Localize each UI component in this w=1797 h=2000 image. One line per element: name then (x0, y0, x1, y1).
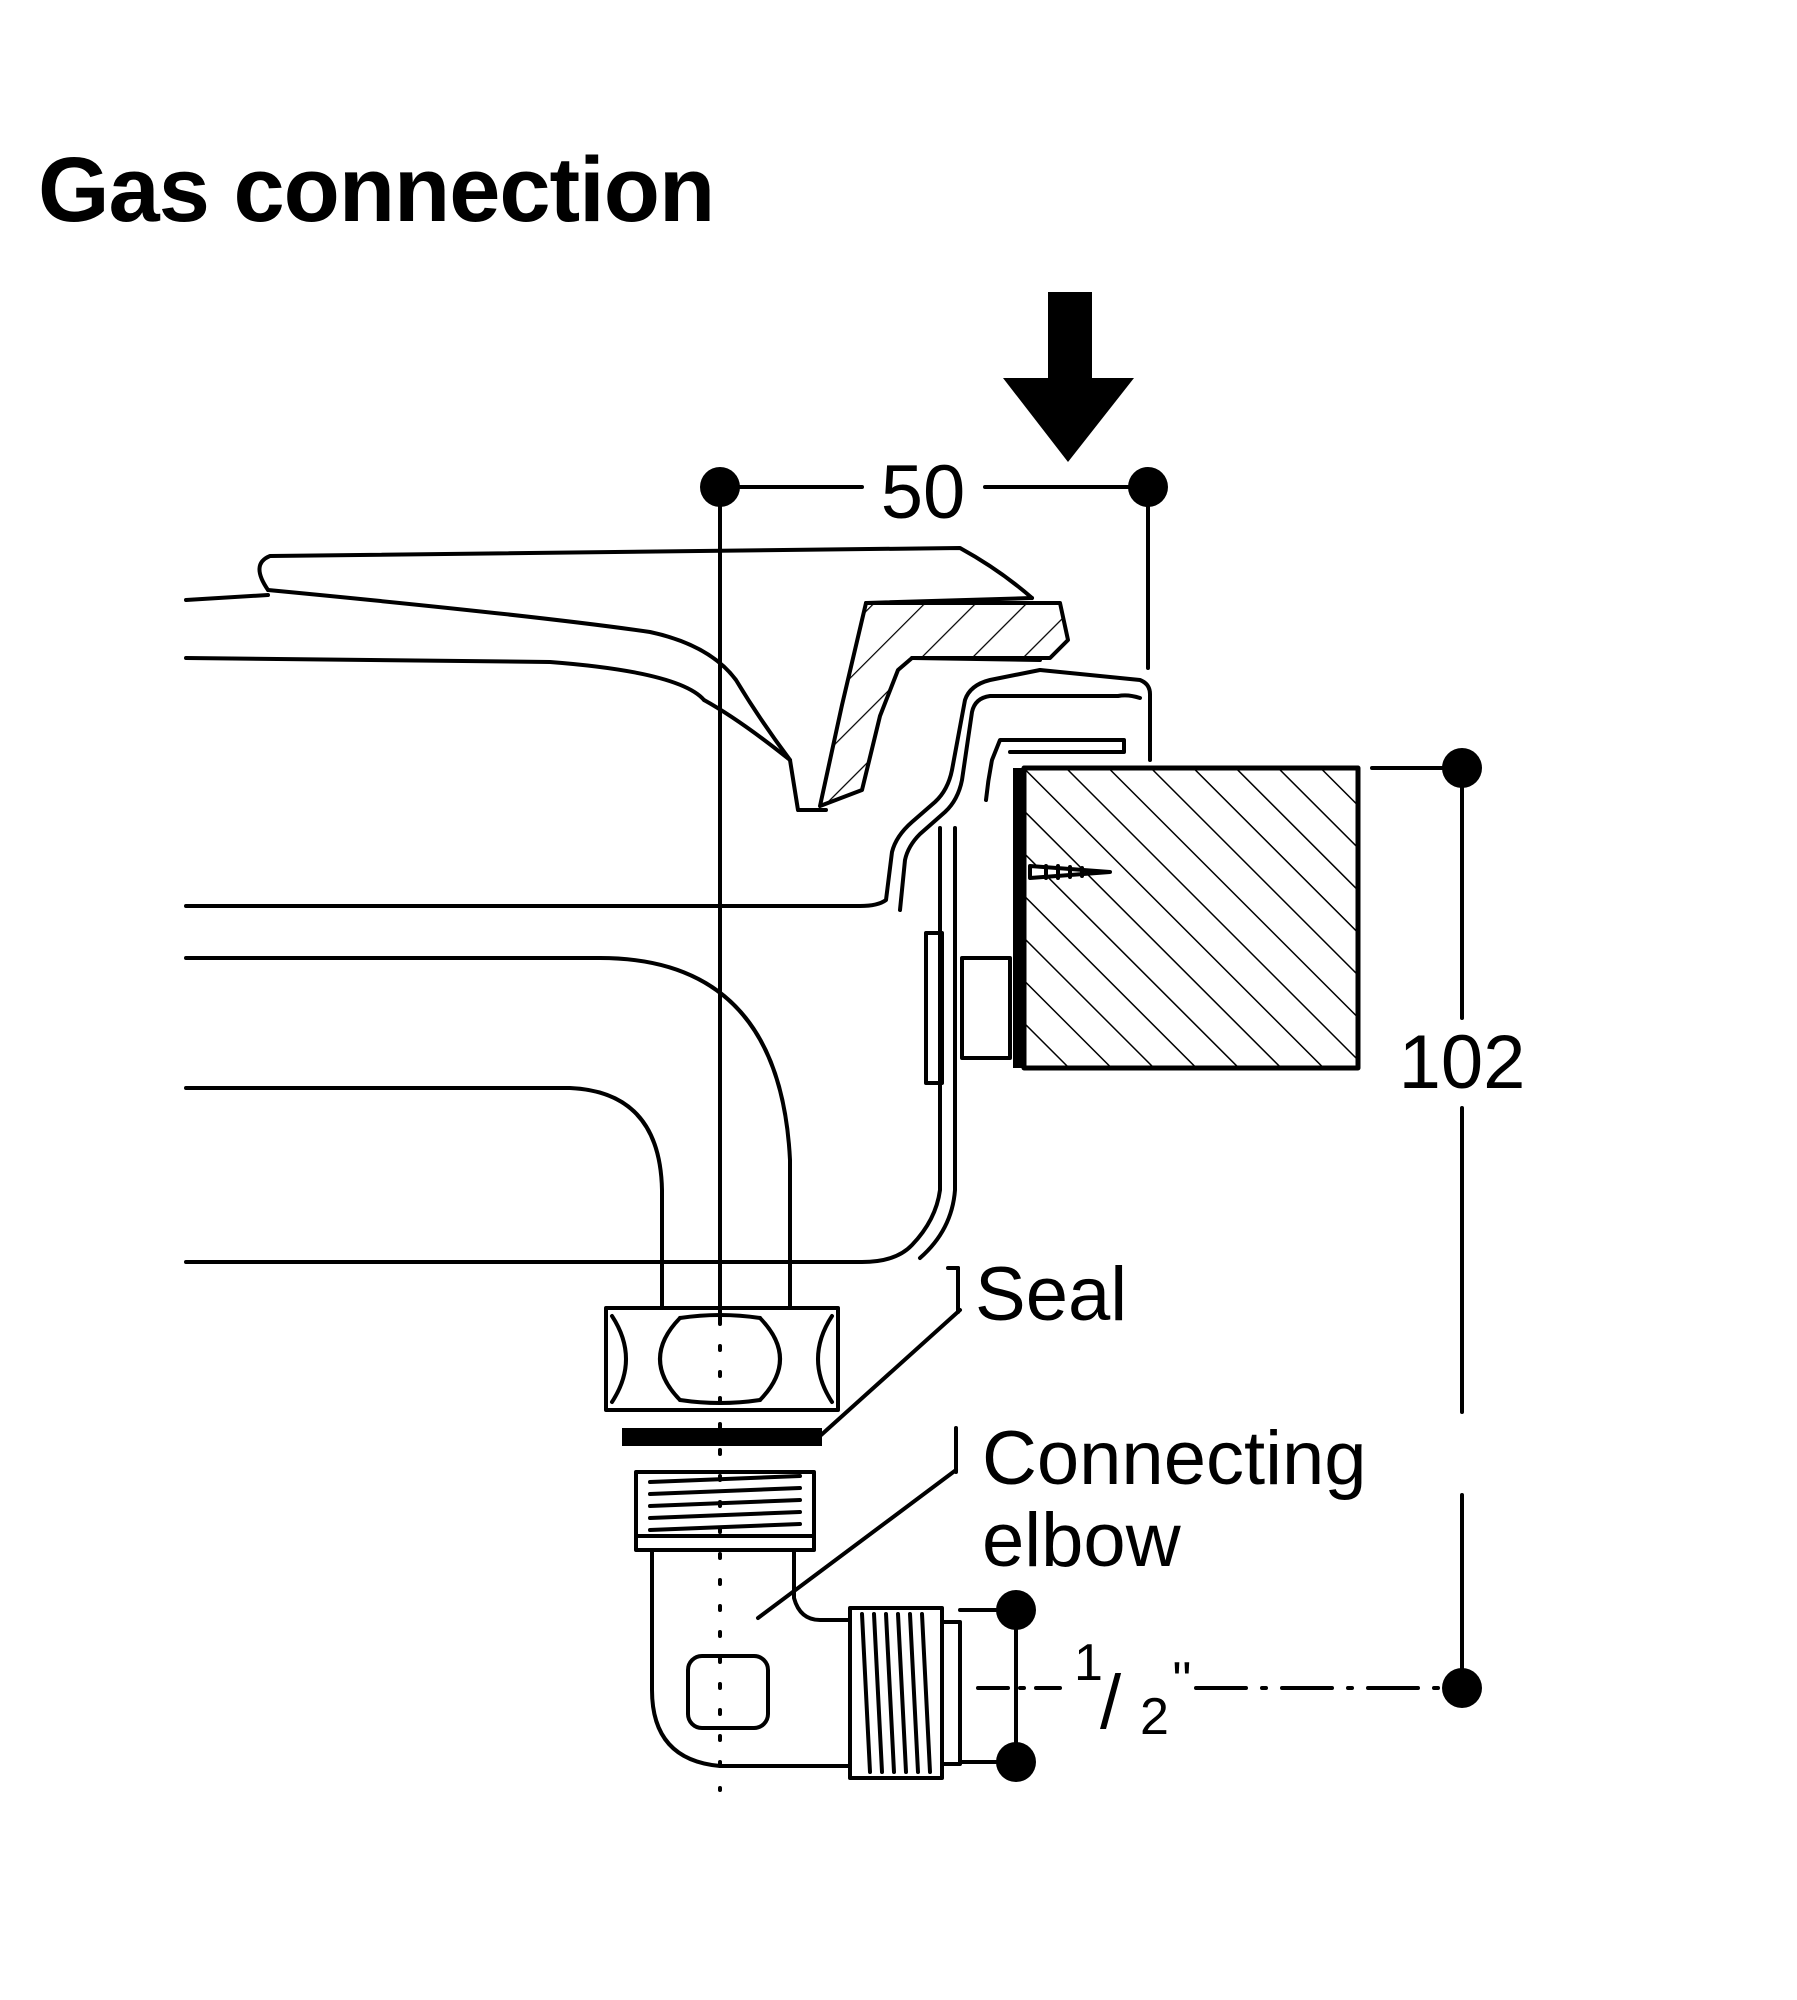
pan-support (184, 546, 1034, 812)
thread-size-inch: '' (1172, 1652, 1192, 1710)
thread-size-numerator: 1 (1074, 1634, 1103, 1692)
seal (622, 1266, 962, 1446)
gas-pipe (184, 956, 792, 1310)
thread-size-denominator: 2 (1140, 1688, 1169, 1746)
height-dimension-label: 102 (1399, 1020, 1526, 1105)
connecting-elbow (634, 1426, 962, 1780)
connecting-elbow-label-line2: elbow (982, 1498, 1182, 1583)
thread-size-slash: / (1100, 1660, 1122, 1745)
connecting-elbow-label-line1: Connecting (982, 1416, 1367, 1501)
clamp-block (924, 931, 1012, 1085)
height-dimension (1370, 748, 1482, 1690)
down-arrow-icon (1003, 292, 1134, 462)
mounting-bracket (184, 668, 1152, 1264)
screw-icon (1028, 864, 1112, 880)
worktop-section (1013, 765, 1361, 1071)
width-dimension (700, 467, 1168, 1322)
thread-dimension (958, 1590, 1482, 1782)
page-title: Gas connection (38, 139, 715, 241)
burner-cap-hatched (818, 596, 1070, 808)
width-dimension-label: 50 (881, 450, 966, 535)
seal-label: Seal (975, 1252, 1127, 1337)
